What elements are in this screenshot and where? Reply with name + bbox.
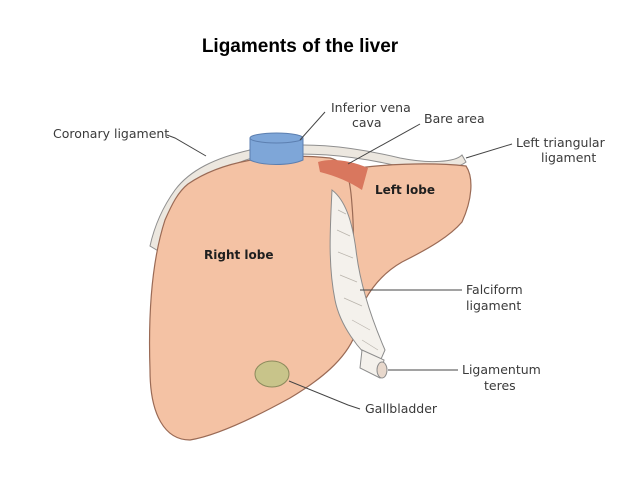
falciform-texture xyxy=(336,209,379,351)
left-triangular-label-line1: Left triangular xyxy=(516,135,606,150)
left-triangular-label-line2: ligament xyxy=(541,150,596,165)
ivc-label-line2: cava xyxy=(352,115,382,130)
left-triangular-leader xyxy=(465,143,513,159)
gallbladder-shape xyxy=(254,360,290,388)
ivc-leader xyxy=(299,111,326,141)
right-lobe-label: Right lobe xyxy=(204,248,274,262)
lig-teres-label-line2: teres xyxy=(484,378,516,393)
bare-area-leader xyxy=(347,123,421,165)
coronary-ligament-leader xyxy=(166,134,207,157)
gallbladder-leader xyxy=(288,380,361,410)
bare-area-label: Bare area xyxy=(424,111,485,126)
gallbladder-label: Gallbladder xyxy=(365,401,438,416)
left-lobe-label: Left lobe xyxy=(375,183,435,197)
coronary-ligament-label: Coronary ligament xyxy=(53,126,169,141)
lig-teres-label-line1: Ligamentum xyxy=(462,362,541,377)
ligamentum-teres-shape xyxy=(359,349,388,379)
page-title: Ligaments of the liver xyxy=(201,36,399,57)
bare-area-shape xyxy=(318,160,368,190)
falciform-label-line2: ligament xyxy=(466,298,521,313)
coronary-ligament-band xyxy=(248,144,467,170)
ivc-label-line1: Inferior vena xyxy=(331,100,411,115)
falciform-label-line1: Falciform xyxy=(466,282,523,297)
right-lobe-shape xyxy=(148,155,356,441)
inferior-vena-cava-shape xyxy=(249,132,304,165)
